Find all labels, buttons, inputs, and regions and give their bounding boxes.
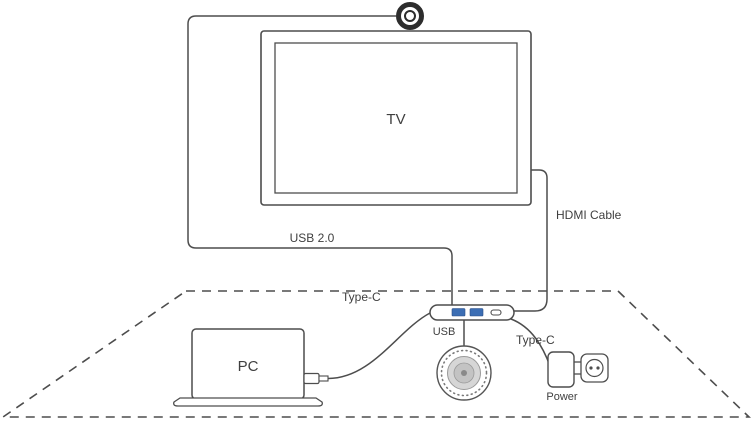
tv-screen — [274, 42, 518, 194]
usb2-label: USB 2.0 — [290, 231, 335, 245]
speaker-dot-ring — [440, 349, 488, 397]
usb-plug-body — [303, 372, 320, 385]
speaker-center-button — [461, 370, 467, 376]
laptop-base — [173, 397, 323, 407]
usb2-cable — [187, 15, 453, 307]
tv: TV — [260, 30, 532, 206]
power-label: Power — [546, 391, 578, 403]
webcam-lens — [404, 10, 416, 22]
power-adapter — [547, 351, 609, 388]
usb-plug-tip — [318, 375, 329, 382]
hub-usb-port-1 — [451, 308, 466, 317]
hub-usb-label: USB — [433, 326, 456, 338]
desk-outline — [0, 290, 751, 418]
hdmi-cable — [514, 169, 548, 312]
usb-hub — [429, 304, 515, 321]
adapter-body — [547, 351, 575, 388]
webcam-icon — [396, 2, 424, 30]
laptop: PC — [173, 328, 329, 407]
typec-power-label: Type-C — [516, 333, 555, 347]
typec-pc-label: Type-C — [342, 290, 381, 304]
hub-usb-port-2 — [469, 308, 484, 317]
hdmi-label: HDMI Cable — [556, 208, 622, 222]
typec-pc-cable — [327, 312, 431, 380]
hub-typec-port — [490, 309, 502, 316]
pc-label: PC — [238, 358, 259, 375]
outlet-hole-left — [589, 366, 593, 370]
speakerphone-icon — [436, 345, 492, 401]
outlet-socket — [585, 358, 604, 378]
outlet-plate — [580, 353, 609, 383]
outlet-hole-right — [596, 366, 600, 370]
tv-label: TV — [386, 111, 405, 128]
